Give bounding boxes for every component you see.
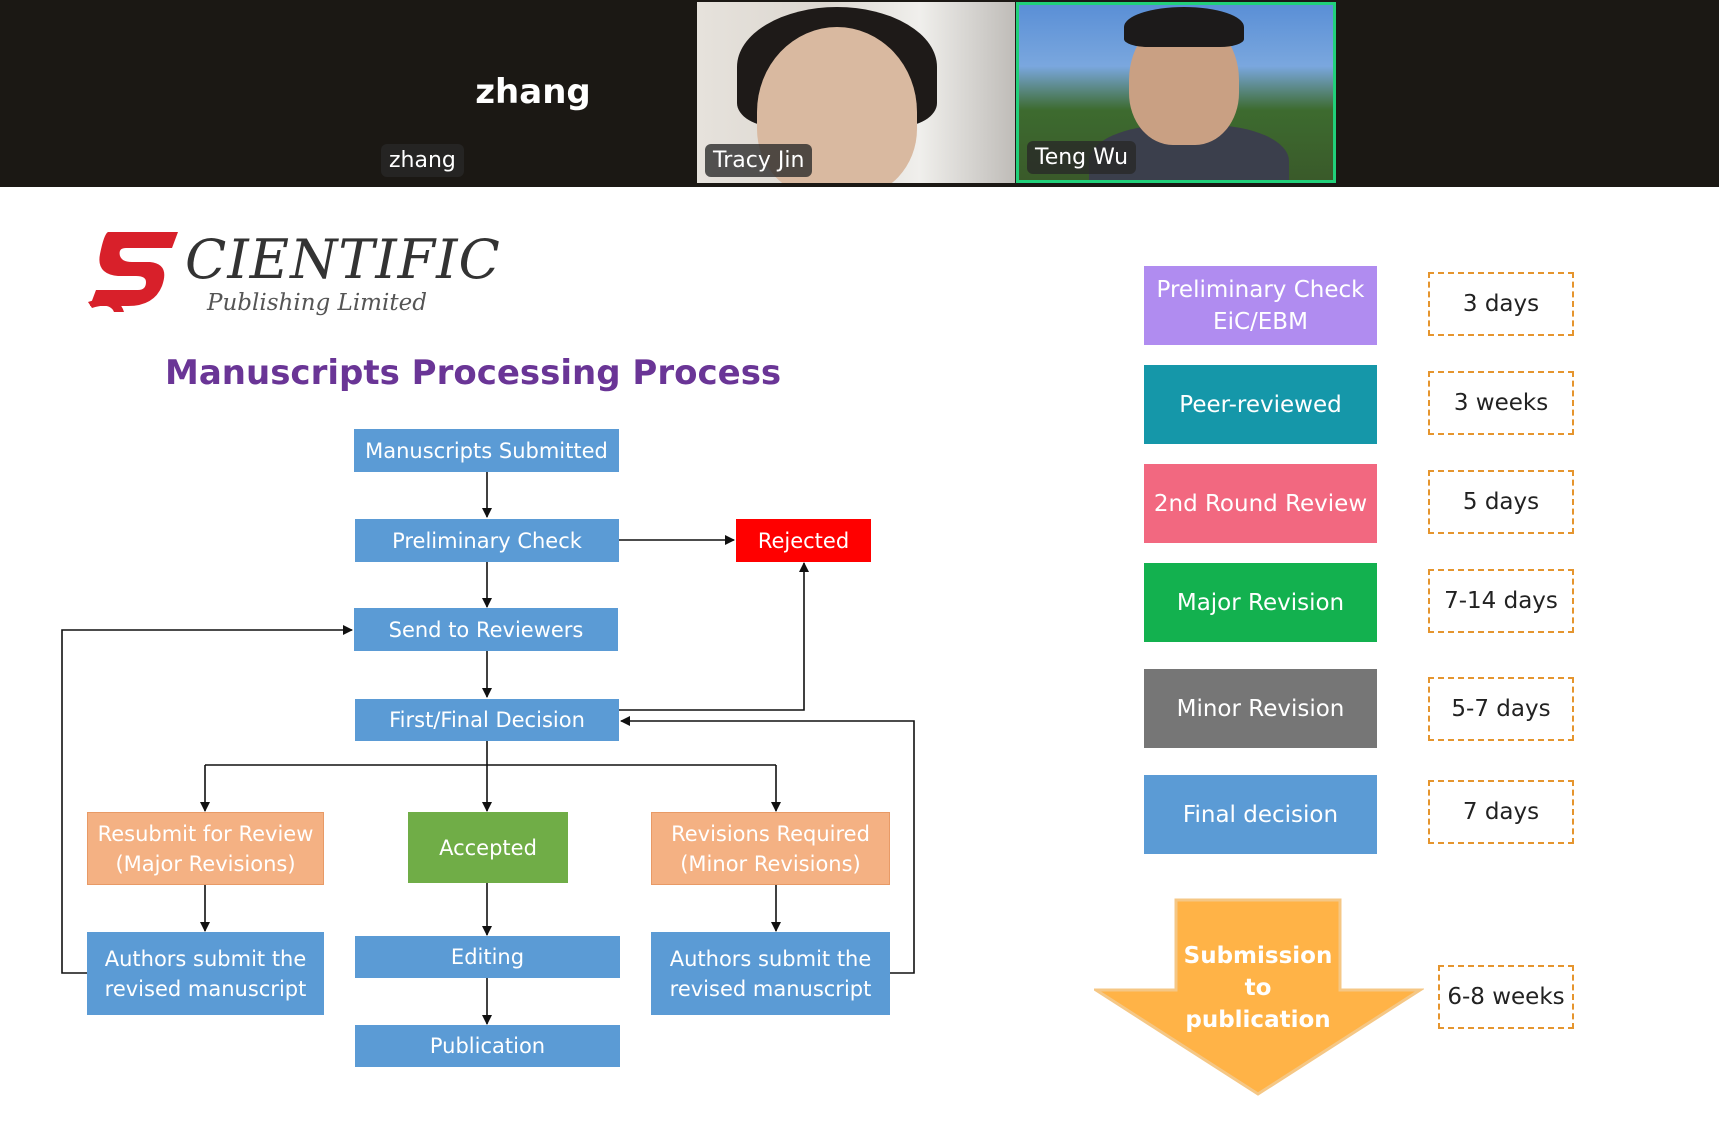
flow-box-revisions-minor: Revisions Required (Minor Revisions) bbox=[651, 812, 890, 885]
publisher-logo-subtitle: Publishing Limited bbox=[207, 290, 427, 316]
stage-duration: 7 days bbox=[1428, 780, 1574, 844]
participant-name-tag: Teng Wu bbox=[1027, 141, 1137, 174]
flow-box-preliminary-check: Preliminary Check bbox=[355, 519, 619, 562]
participant-tile-tracy[interactable]: Tracy Jin bbox=[697, 2, 1015, 183]
flow-box-first-final-decision: First/Final Decision bbox=[355, 699, 619, 741]
stage-duration: 5 days bbox=[1428, 470, 1574, 534]
stage-duration: 7-14 days bbox=[1428, 569, 1574, 633]
flow-box-publication: Publication bbox=[355, 1025, 620, 1067]
participant-name-tag: zhang bbox=[381, 144, 464, 177]
stage-minor-revision: Minor Revision bbox=[1144, 669, 1377, 748]
stage-preliminary-check: Preliminary Check EiC/EBM bbox=[1144, 266, 1377, 345]
publisher-logo-mark bbox=[88, 232, 178, 312]
participant-display-name: zhang bbox=[475, 72, 591, 112]
stage-second-round-review: 2nd Round Review bbox=[1144, 464, 1377, 543]
stage-duration: 5-7 days bbox=[1428, 677, 1574, 741]
stage-duration: 3 weeks bbox=[1428, 371, 1574, 435]
participant-video-hair bbox=[1124, 7, 1244, 47]
flow-box-rejected: Rejected bbox=[736, 519, 871, 562]
slide-title: Manuscripts Processing Process bbox=[165, 353, 782, 393]
stage-peer-reviewed: Peer-reviewed bbox=[1144, 365, 1377, 444]
submission-duration: 6-8 weeks bbox=[1438, 965, 1574, 1029]
submission-to-publication-label: Submission to publication bbox=[1183, 943, 1333, 1033]
participant-tile-active-speaker[interactable]: Teng Wu bbox=[1016, 2, 1336, 183]
participant-tile-zhang[interactable]: zhang zhang bbox=[373, 2, 693, 183]
flow-box-send-to-reviewers: Send to Reviewers bbox=[354, 608, 618, 651]
stage-major-revision: Major Revision bbox=[1144, 563, 1377, 642]
flow-box-editing: Editing bbox=[355, 936, 620, 978]
flow-box-authors-submit-right: Authors submit the revised manuscript bbox=[651, 932, 890, 1015]
participant-name-tag: Tracy Jin bbox=[705, 144, 813, 177]
publisher-logo-wordmark: CIENTIFIC bbox=[185, 228, 501, 291]
video-strip: zhang zhang Tracy Jin Teng Wu bbox=[0, 0, 1719, 187]
flow-box-manuscripts-submitted: Manuscripts Submitted bbox=[354, 429, 619, 472]
flow-box-resubmit-major: Resubmit for Review (Major Revisions) bbox=[87, 812, 324, 885]
stage-duration: 3 days bbox=[1428, 272, 1574, 336]
flow-box-authors-submit-left: Authors submit the revised manuscript bbox=[87, 932, 324, 1015]
flow-box-accepted: Accepted bbox=[408, 812, 568, 883]
submission-arrow-shape bbox=[1094, 898, 1424, 1096]
stage-final-decision: Final decision bbox=[1144, 775, 1377, 854]
